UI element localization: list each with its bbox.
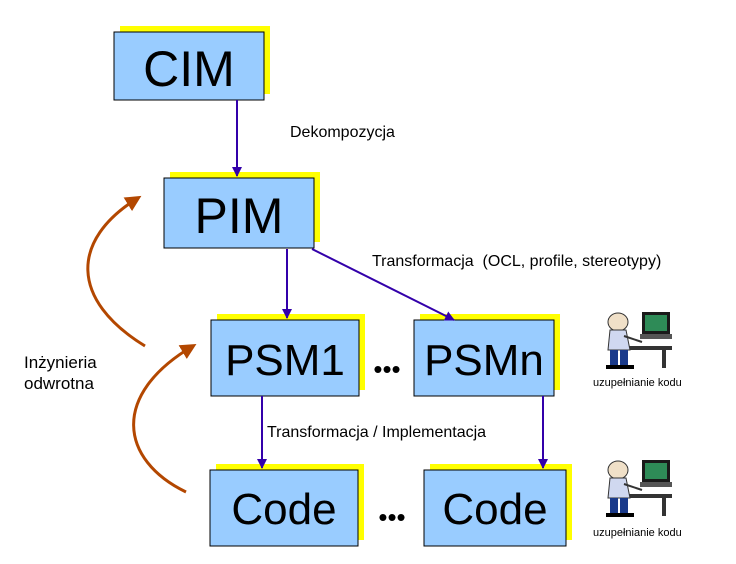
psm-ellipsis: ••• — [373, 354, 400, 384]
reverse-label-line1: Inżynieria — [24, 353, 97, 372]
transformation-bottom-label: Transformacja / Implementacja — [267, 424, 486, 441]
code-box-2: Code — [423, 464, 572, 547]
pim-box: PIM — [163, 172, 320, 249]
reverse-arrow-upper — [86, 195, 146, 348]
psm1-box: PSM1 — [210, 314, 365, 397]
code-label-2: Code — [442, 485, 547, 534]
code-completion-label-1: uzupełnianie kodu — [593, 377, 682, 389]
reverse-label-line2: odwrotna — [24, 374, 94, 393]
psm1-label: PSM1 — [225, 336, 345, 385]
psmn-box: PSMn — [413, 314, 560, 397]
decomposition-label: Dekompozycja — [290, 124, 395, 141]
psmn-label: PSMn — [424, 336, 544, 385]
cim-label: CIM — [143, 41, 235, 97]
code-label-1: Code — [231, 485, 336, 534]
person-at-computer-icon — [606, 312, 672, 369]
code-box-1: Code — [209, 464, 364, 547]
reverse-arrow-lower — [132, 343, 197, 494]
person-at-computer-icon — [606, 460, 672, 517]
transformation-top-label: Transformacja (OCL, profile, stereotypy) — [372, 253, 661, 270]
code-completion-label-2: uzupełnianie kodu — [593, 527, 682, 539]
code-ellipsis: ••• — [378, 502, 405, 532]
pim-label: PIM — [195, 188, 284, 244]
arrow-pim-to-psmn — [311, 248, 455, 321]
cim-box: CIM — [113, 26, 270, 101]
